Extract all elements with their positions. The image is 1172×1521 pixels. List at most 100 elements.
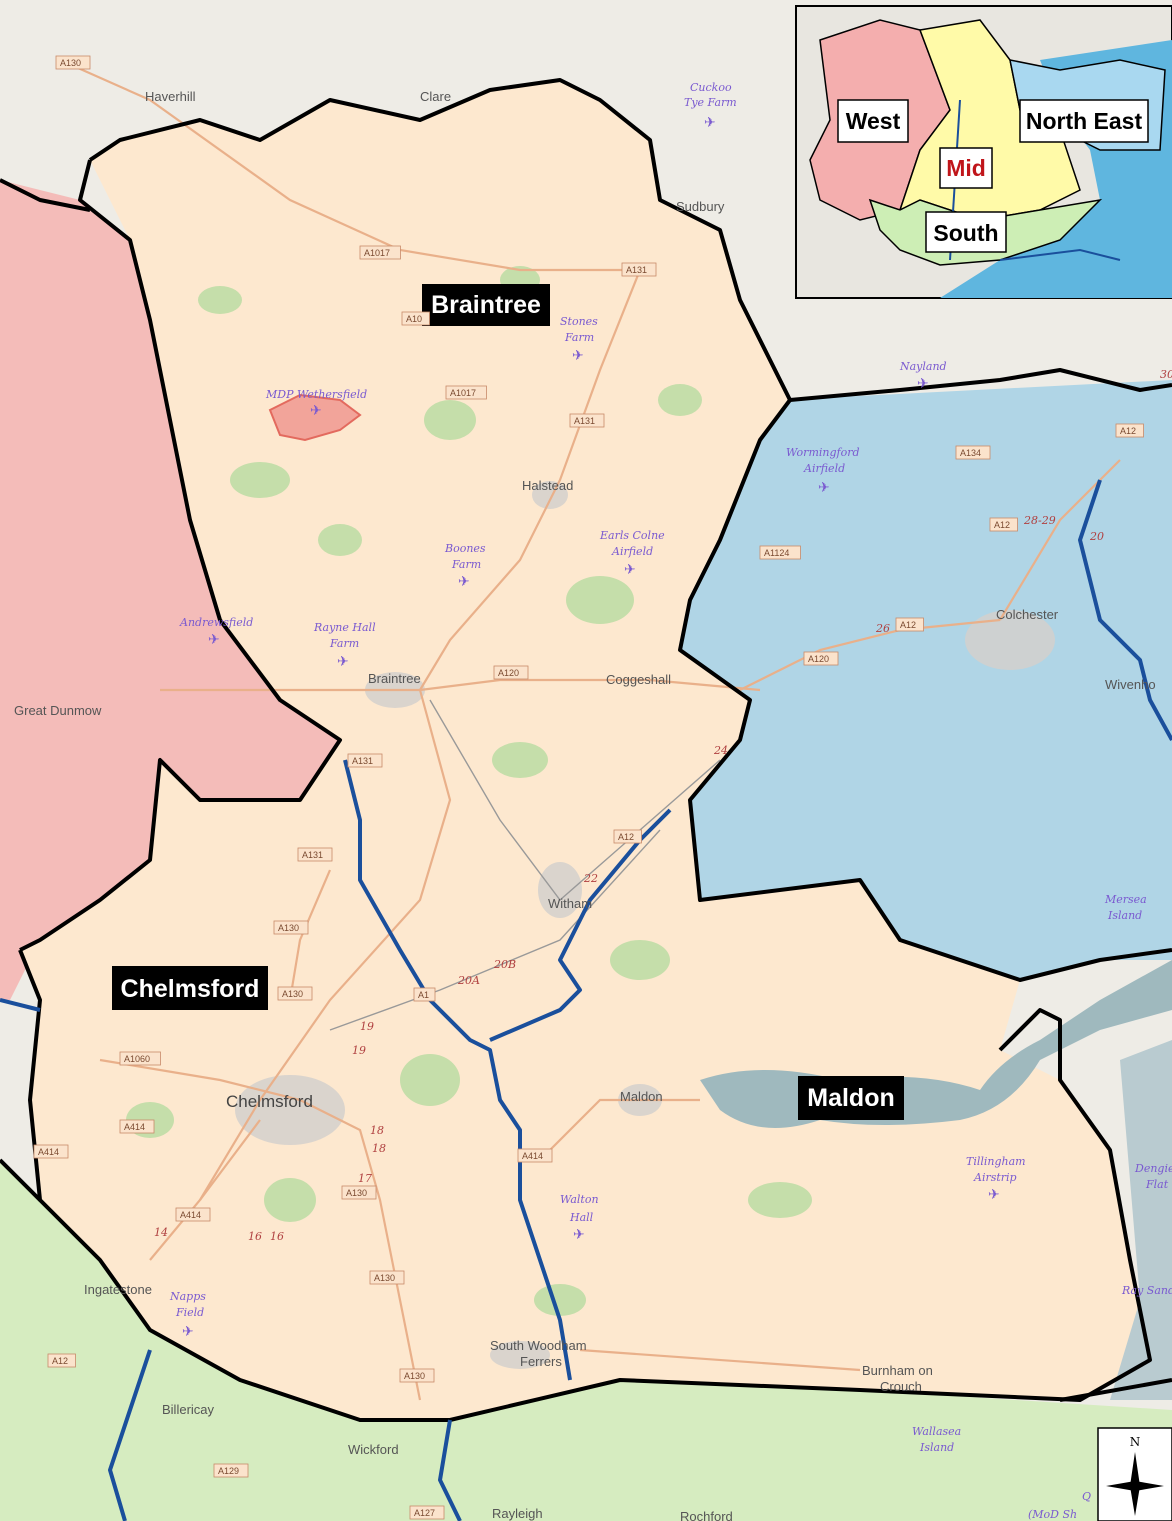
- airplane-icon: ✈: [458, 574, 470, 590]
- svg-text:20A: 20A: [457, 974, 480, 987]
- svg-text:MDP Wethersfield: MDP Wethersfield: [265, 388, 367, 401]
- svg-text:28-29: 28-29: [1023, 514, 1056, 527]
- road-shield-a1017-a: A1017: [359, 245, 401, 260]
- svg-text:A130: A130: [282, 989, 303, 999]
- svg-text:19: 19: [360, 1020, 374, 1033]
- svg-text:A134: A134: [960, 448, 981, 458]
- svg-text:A130: A130: [346, 1188, 367, 1198]
- town-rayleigh: Rayleigh: [492, 1506, 543, 1521]
- road-shield-a414-a: A414: [119, 1119, 155, 1134]
- inset-label-west: West: [846, 108, 901, 134]
- district-label-braintree: Braintree: [422, 284, 550, 326]
- town-south-woodham-1: South Woodham: [490, 1338, 587, 1353]
- inset-label-north-east: North East: [1026, 108, 1143, 134]
- svg-text:Maldon: Maldon: [807, 1084, 895, 1112]
- svg-text:A10: A10: [406, 314, 422, 324]
- svg-text:A414: A414: [180, 1210, 201, 1220]
- road-shield-a130-a: A130: [273, 920, 309, 935]
- road-shield-a1017-b: A1017: [445, 385, 487, 400]
- svg-text:Earls Colne: Earls Colne: [599, 529, 665, 542]
- north-east-district-area: [680, 380, 1172, 980]
- inset-label-south: South: [933, 220, 998, 246]
- svg-text:Field: Field: [175, 1306, 204, 1319]
- road-labels: A130A1017A131A10A1017A131A12A134A12A1124…: [33, 55, 1144, 1520]
- svg-text:A130: A130: [278, 923, 299, 933]
- svg-text:A414: A414: [38, 1147, 59, 1157]
- airplane-icon: ✈: [310, 403, 322, 419]
- svg-text:A131: A131: [352, 756, 373, 766]
- town-burnham-2: Crouch: [880, 1379, 922, 1394]
- svg-text:Farm: Farm: [564, 331, 594, 344]
- town-ingatestone: Ingatestone: [84, 1282, 152, 1297]
- svg-text:A1017: A1017: [364, 248, 390, 258]
- town-billericay: Billericay: [162, 1402, 215, 1417]
- svg-text:30: 30: [1160, 368, 1172, 381]
- svg-text:A414: A414: [124, 1122, 145, 1132]
- road-shield-a12-e: A12: [47, 1353, 76, 1368]
- airplane-icon: ✈: [573, 1227, 585, 1243]
- svg-text:Wormingford: Wormingford: [786, 446, 860, 459]
- north-arrow: N: [1097, 1427, 1172, 1521]
- railway: [329, 699, 721, 1031]
- svg-text:Andrewsfield: Andrewsfield: [179, 616, 253, 629]
- road-shield-a131-a: A131: [621, 262, 657, 277]
- svg-text:Hall: Hall: [569, 1211, 594, 1224]
- svg-text:A131: A131: [626, 265, 647, 275]
- svg-text:A1: A1: [418, 990, 429, 1000]
- town-colchester: Colchester: [996, 607, 1059, 622]
- svg-text:A120: A120: [808, 654, 829, 664]
- svg-text:Boones: Boones: [444, 542, 486, 555]
- road-shield-a1060: A1060: [119, 1051, 161, 1066]
- svg-text:18: 18: [370, 1124, 384, 1137]
- road-shield-a130-e: A130: [399, 1368, 435, 1383]
- airplane-icon: ✈: [337, 654, 349, 670]
- airfield-labels: Cuckoo Tye Farm Stones Farm MDP Wethersf…: [169, 81, 1172, 1521]
- svg-text:A1017: A1017: [450, 388, 476, 398]
- svg-text:20B: 20B: [493, 958, 516, 971]
- svg-text:A131: A131: [302, 850, 323, 860]
- svg-text:Farm: Farm: [451, 558, 481, 571]
- svg-text:22: 22: [583, 872, 598, 885]
- svg-text:18: 18: [372, 1142, 386, 1155]
- svg-text:Braintree: Braintree: [431, 291, 541, 319]
- town-witham: Witham: [548, 896, 592, 911]
- road-shield-a414-c: A414: [175, 1207, 211, 1222]
- svg-text:26: 26: [875, 622, 890, 635]
- road-shield-a120-a: A120: [803, 651, 839, 666]
- svg-text:A414: A414: [522, 1151, 543, 1161]
- svg-text:Dengie: Dengie: [1134, 1162, 1172, 1175]
- svg-text:A12: A12: [900, 620, 916, 630]
- svg-text:A120: A120: [498, 668, 519, 678]
- svg-text:Airstrip: Airstrip: [973, 1171, 1017, 1184]
- inset-label-mid: Mid: [946, 155, 986, 181]
- airplane-icon: ✈: [988, 1187, 1000, 1203]
- svg-text:Stones: Stones: [560, 315, 598, 328]
- road-shield-a12-c: A12: [895, 617, 924, 632]
- svg-text:19: 19: [352, 1044, 366, 1057]
- svg-text:Walton: Walton: [560, 1193, 599, 1206]
- wethersfield-airfield-area: [268, 393, 362, 442]
- svg-text:16: 16: [248, 1230, 262, 1243]
- town-halstead: Halstead: [522, 478, 573, 493]
- town-burnham-1: Burnham on: [862, 1363, 933, 1378]
- road-shield-a130-d: A130: [369, 1270, 405, 1285]
- svg-text:A12: A12: [618, 832, 634, 842]
- airplane-icon: ✈: [624, 562, 636, 578]
- town-wivenhoe: Wivenho: [1105, 677, 1156, 692]
- svg-text:A129: A129: [218, 1466, 239, 1476]
- airplane-icon: ✈: [704, 115, 716, 131]
- road-shield-a129: A129: [213, 1463, 249, 1478]
- road-shield-a131-c: A131: [347, 753, 383, 768]
- south-district-area: [0, 1160, 1172, 1521]
- svg-text:Airfield: Airfield: [803, 462, 845, 475]
- svg-text:A1060: A1060: [124, 1054, 150, 1064]
- svg-text:Cuckoo: Cuckoo: [690, 81, 732, 94]
- airplane-icon: ✈: [182, 1324, 194, 1340]
- town-haverhill: Haverhill: [145, 89, 196, 104]
- svg-text:24: 24: [713, 744, 728, 757]
- svg-text:Q: Q: [1082, 1490, 1091, 1503]
- svg-text:20: 20: [1089, 530, 1104, 543]
- road-shield-a130-b: A130: [277, 986, 313, 1001]
- svg-text:A127: A127: [414, 1508, 435, 1518]
